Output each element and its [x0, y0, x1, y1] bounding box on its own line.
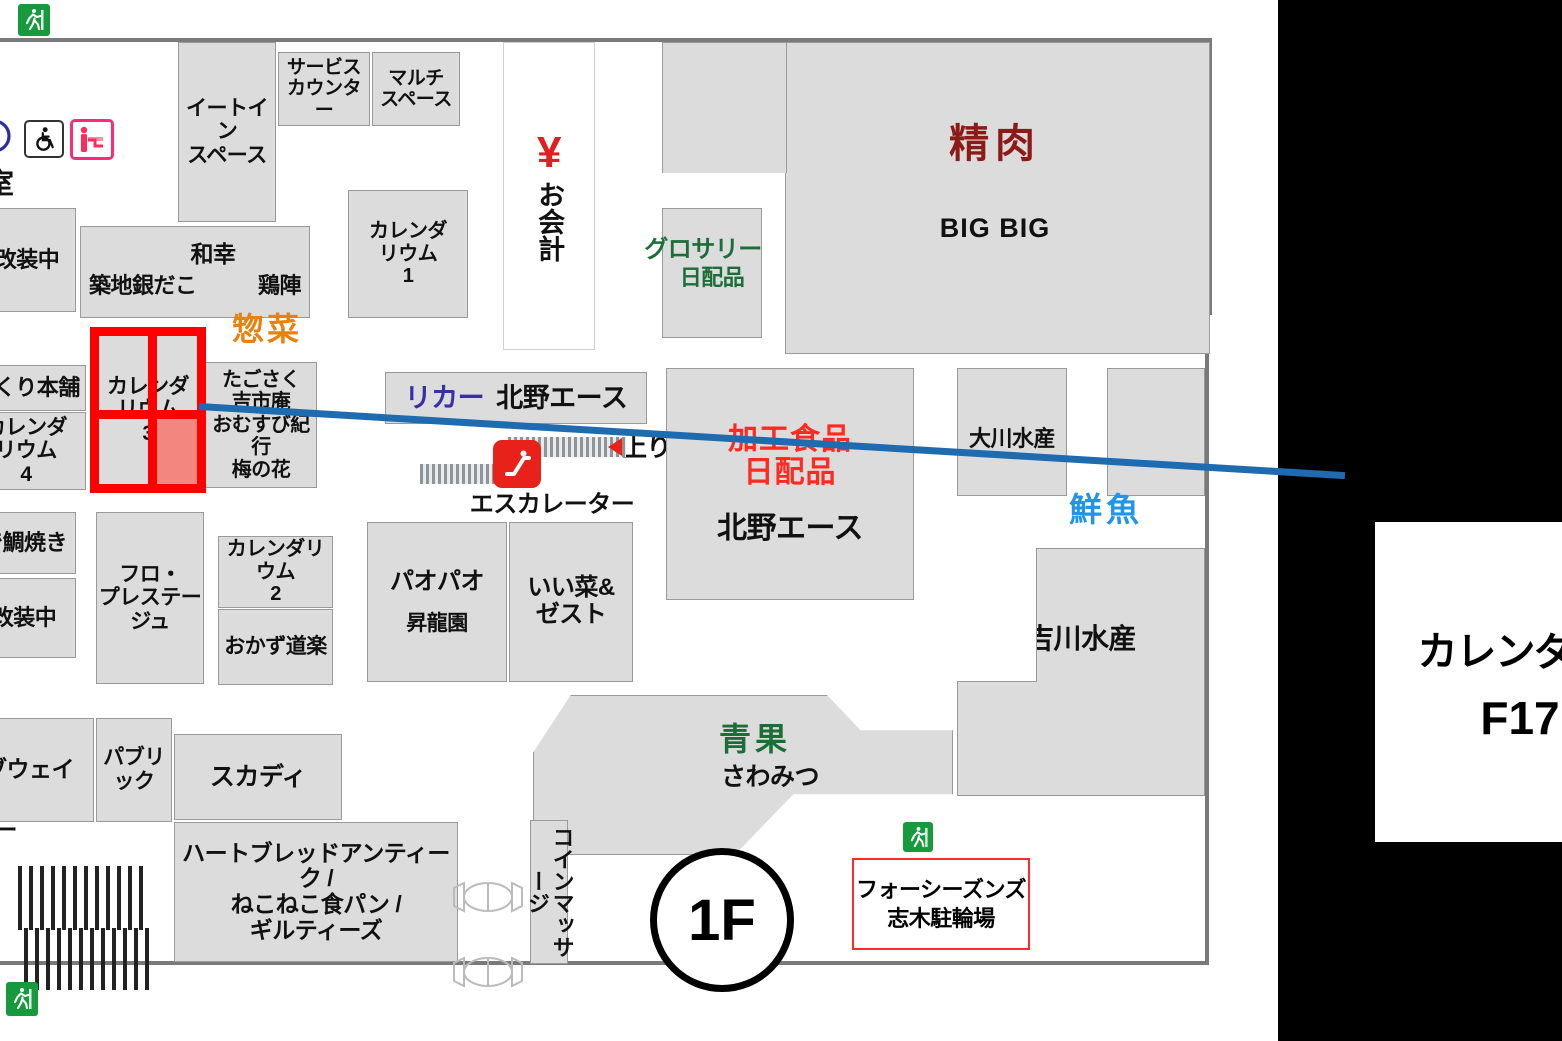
bike-parking-line1: フォーシーズンズ	[855, 876, 1027, 902]
highlight-horizontal-bar	[99, 410, 197, 419]
cell-okaikei[interactable]: ¥ お会計	[503, 42, 595, 350]
cell-calendarium-1[interactable]: カレンダ リウム 1	[348, 190, 468, 318]
cell-tagosaku[interactable]: たごさく 吉市庵 おむすび紀行 梅の花	[205, 362, 317, 488]
cell-grocery[interactable]: グロサリー 日配品	[644, 208, 762, 338]
cell-skadi[interactable]: スカディ	[174, 734, 342, 820]
sozai-label: 惣菜	[231, 311, 302, 347]
escalator-label: エスカレーター	[469, 491, 635, 518]
cell-flo-prestige[interactable]: フロ・ プレステージュ	[96, 512, 204, 684]
callout-panel: カレンダ リ F17	[1375, 522, 1562, 842]
cell-calendarium-4[interactable]: カレンダ リウム 4	[0, 412, 86, 490]
cell-iina-zest[interactable]: いい菜& ゼスト	[509, 522, 633, 682]
cell-kaisouchuu-top[interactable]: 改装中	[0, 208, 76, 312]
paopao-label: パオパオ	[390, 567, 485, 595]
callout-code: F17	[1480, 692, 1560, 744]
tsukiji-gindako-label: 築地銀だこ	[89, 272, 197, 298]
grocery-label: グロサリー	[644, 236, 762, 264]
coin-locker-bank-lower	[24, 928, 150, 990]
partial-room-label: 室	[0, 168, 56, 199]
wheelchair-accessible-icon	[24, 120, 64, 158]
emergency-exit-icon-bottom	[6, 982, 38, 1016]
locker-label: カー	[0, 817, 18, 844]
cell-public[interactable]: パブリック	[96, 718, 172, 822]
baby-changing-icon	[70, 119, 114, 160]
cell-okazu-douraku[interactable]: おかず道楽	[218, 609, 333, 685]
cell-calendarium-2[interactable]: カレンダリウム 2	[218, 536, 333, 608]
emergency-exit-icon-center	[903, 822, 933, 852]
escalator-up-label: 上り	[622, 434, 672, 462]
cell-zukuri-honpo[interactable]: づくり本舗	[0, 365, 86, 411]
escalator-icon	[493, 440, 541, 488]
cell-taiyaki[interactable]: で鯛焼き	[0, 512, 76, 574]
liquor-label: リカー	[404, 382, 485, 413]
floor-outline-bottom-wall	[0, 961, 1209, 965]
seika-label: 青果	[718, 721, 791, 757]
shoryuen-label: 昇龍園	[406, 611, 468, 635]
yen-symbol: ¥	[537, 127, 561, 177]
highlight-box-calendarium-3	[90, 327, 206, 493]
partial-circle-icon	[0, 118, 20, 154]
cell-okawa-suisan[interactable]: 大川水産	[957, 368, 1067, 496]
grocery-sub-label: 日配品	[679, 265, 745, 291]
cell-paopao[interactable]: パオパオ 昇龍園	[367, 522, 507, 682]
floor-outline-top-wall	[0, 38, 1212, 42]
cell-sengyo-top[interactable]	[1107, 368, 1205, 496]
floor-outline-step	[1208, 311, 1212, 315]
cell-yoshikawa-notch	[957, 548, 1037, 682]
kitano-ace-main-label: 北野エース	[717, 511, 864, 545]
callout-title: カレンダ リ	[1417, 630, 1562, 674]
cell-wako-tsukiji-torijin[interactable]: 和幸 築地銀だこ 鶏陣	[80, 226, 310, 318]
seating-glyph-upper	[452, 880, 524, 919]
bike-parking-line2: 志木駐輪場	[887, 906, 995, 931]
cell-liquor-kitano-ace[interactable]: リカー 北野エース	[385, 372, 647, 424]
cell-multi-space[interactable]: マルチ スペース	[372, 52, 460, 126]
cell-kako-shokuhin-kitano-ace[interactable]: 加工食品 日配品 北野エース	[666, 368, 914, 600]
emergency-exit-icon-top	[18, 4, 50, 36]
escalator-up-arrow-icon	[608, 438, 622, 456]
cell-kaisouchuu-left[interactable]: 改装中	[0, 578, 76, 658]
kitano-ace-liquor-label: 北野エース	[496, 382, 628, 413]
cell-subway[interactable]: ブウェイ	[0, 718, 94, 822]
cell-coin-massage[interactable]: コインマッサージ	[525, 820, 575, 964]
black-right-panel	[1278, 0, 1562, 1041]
wako-label: 和幸	[190, 240, 237, 267]
running-person-glyph	[25, 9, 44, 31]
torijin-label: 鶏陣	[257, 272, 302, 298]
floor-outline-right-wall-upper	[1208, 38, 1212, 315]
coin-massage-label: コインマッサージ	[525, 826, 575, 958]
sawamitsu-label: さわみつ	[720, 763, 820, 791]
cell-bread-shops[interactable]: ハートブレッドアンティーク / ねこねこ食パン / ギルティーズ	[174, 822, 458, 962]
floor-outline-right-wall-lower	[1205, 311, 1209, 965]
sengyo-label: 鮮魚	[1069, 491, 1143, 528]
floor-badge-1f: 1F	[650, 848, 794, 992]
nippaihin-label: 日配品	[743, 456, 837, 490]
coin-locker-bank-upper	[18, 866, 148, 930]
seiniku-label: 精肉	[949, 122, 1041, 166]
escalator-glyph	[505, 450, 531, 476]
cell-eat-in[interactable]: イートイン スペース	[178, 42, 276, 222]
cell-seiniku-bigbig[interactable]	[785, 42, 1210, 354]
cell-service-counter[interactable]: サービス カウンター	[278, 52, 370, 126]
bike-parking-box[interactable]: フォーシーズンズ 志木駐輪場	[852, 858, 1030, 950]
seating-glyph-lower	[452, 955, 524, 994]
bigbig-label: BIG BIG	[939, 213, 1051, 243]
okaikei-label: お会計	[534, 180, 565, 262]
cell-seiniku-notch	[662, 42, 787, 173]
